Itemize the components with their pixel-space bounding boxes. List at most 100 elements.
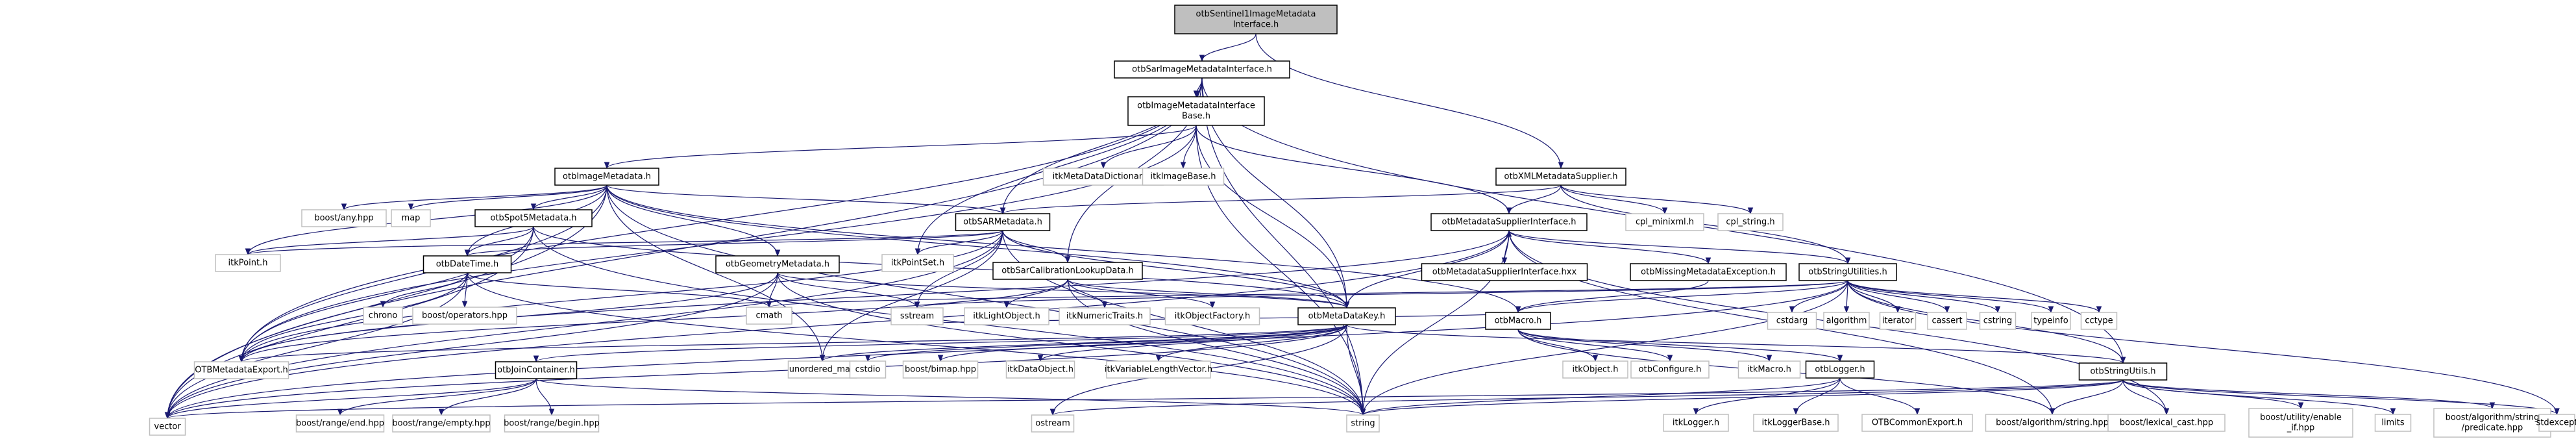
- edge-mdkey-to-joincont: [534, 324, 1347, 363]
- node-box: [715, 255, 840, 273]
- node-label: stdexcept: [2536, 418, 2576, 428]
- node-box: [2080, 312, 2118, 330]
- edge-line: [914, 230, 1003, 309]
- node-label: itkObject.h: [1573, 365, 1619, 375]
- node-datetime[interactable]: otbDateTime.h: [423, 255, 512, 273]
- node-sarcal[interactable]: otbSarCalibrationLookupData.h: [992, 262, 1143, 280]
- edge-line: [1847, 280, 2560, 416]
- node-label: otbMissingMetadataException.h: [1641, 268, 1776, 277]
- edge-line: [1050, 379, 2124, 416]
- edge-strutil-to-algorithm: [1843, 280, 1850, 314]
- edge-sarmd-to-itkpointset: [914, 230, 1003, 256]
- node-label: itkPointSet.h: [891, 258, 944, 268]
- node-string: string: [1346, 414, 1380, 433]
- edge-strutil-to-cstdarg: [1789, 280, 1848, 314]
- node-box: [495, 361, 578, 379]
- node-im[interactable]: otbImageMetadata.h: [554, 168, 659, 186]
- edge-sarcal-to-itklo: [1003, 279, 1068, 309]
- edge-line: [767, 280, 1848, 309]
- node-box: [964, 307, 1049, 325]
- node-label: cstdarg: [1776, 316, 1808, 326]
- edge-line: [1002, 230, 1071, 264]
- node-label: itkMetaDataDictionary.h: [1053, 172, 1155, 182]
- node-umap: unordered_map: [787, 360, 857, 379]
- node-box: [746, 307, 792, 325]
- node-box: [787, 360, 857, 379]
- node-itkdo: itkDataObject.h: [1005, 360, 1075, 379]
- edge-im-to-geom: [606, 184, 781, 257]
- edge-spot5-to-itkpoint: [245, 226, 534, 256]
- node-enableif: boost/utility/enable_if.hpp: [2248, 408, 2353, 438]
- edge-spot5-to-vector: [164, 226, 534, 420]
- node-box: [295, 414, 385, 433]
- node-label: otbGeometryMetadata.h: [726, 260, 829, 270]
- node-label: otbSarImageMetadataInterface.h: [1132, 65, 1272, 75]
- edge-mdkey-to-vector: [164, 324, 1347, 420]
- edge-root-to-xmlms: [1255, 33, 1564, 170]
- edge-sarcal-to-mdkey: [1067, 279, 1350, 309]
- edge-datetime-to-cmath: [467, 272, 772, 309]
- edge-imib-to-itkib: [1180, 125, 1197, 170]
- edge-line: [1506, 184, 1562, 215]
- edge-line: [1839, 377, 1920, 416]
- node-mdkey[interactable]: otbMetaDataKey.h: [1297, 307, 1396, 325]
- edge-line: [914, 280, 1848, 309]
- node-strutil[interactable]: otbStringUtilities.h: [1798, 263, 1897, 281]
- node-box: [1767, 312, 1817, 330]
- edge-line: [164, 280, 1848, 420]
- edge-geom-to-vector: [164, 272, 778, 420]
- edge-line: [239, 324, 1347, 363]
- node-cstdio: cstdio: [849, 360, 887, 379]
- edge-strutil-to-vector: [164, 280, 1848, 420]
- edge-joincont-to-brbegin: [535, 378, 555, 416]
- node-geom[interactable]: otbGeometryMetadata.h: [715, 255, 840, 273]
- edge-logger-to-itkloggerbase: [1793, 377, 1841, 416]
- node-box: [955, 213, 1051, 231]
- edge-strutil-to-typeinfo: [1847, 280, 2054, 314]
- edge-macro-to-logger: [1517, 329, 1843, 362]
- node-boostops: boost/operators.hpp: [412, 307, 517, 325]
- node-sstream: sstream: [890, 307, 944, 325]
- edge-line: [341, 184, 607, 211]
- node-otbmdexport: OTBMetadataExport.h: [193, 361, 289, 379]
- node-msihxx[interactable]: otbMetadataSupplierInterface.hxx: [1421, 263, 1588, 281]
- edge-sarcal-to-itkof: [1067, 279, 1216, 309]
- node-sarimi[interactable]: otbSarImageMetadataInterface.h: [1114, 60, 1290, 79]
- edge-strutil-to-cctype: [1847, 280, 2102, 314]
- node-missing[interactable]: otbMissingMetadataException.h: [1630, 263, 1787, 281]
- node-label: otbStringUtilities.h: [1808, 268, 1887, 277]
- node-sarmd[interactable]: otbSARMetadata.h: [955, 213, 1051, 231]
- node-label: otbJoinContainer.h: [497, 366, 575, 375]
- edge-xmlms-to-cplmx: [1560, 184, 1668, 215]
- edge-joincont-to-string: [535, 378, 1366, 416]
- edge-macro-to-otbconf: [1517, 329, 1673, 362]
- edge-sarmd-to-sarcal: [1002, 230, 1071, 264]
- node-label: itkImageBase.h: [1151, 172, 1216, 182]
- edge-line: [535, 378, 1366, 416]
- node-logger[interactable]: otbLogger.h: [1805, 360, 1875, 379]
- node-label: otbDateTime.h: [436, 260, 499, 270]
- node-box: [1297, 307, 1396, 325]
- edge-strutils-to-ostream: [1050, 379, 2124, 416]
- node-label: otbMetadataSupplierInterface.hxx: [1432, 268, 1577, 277]
- node-joincont[interactable]: otbJoinContainer.h: [495, 361, 578, 379]
- node-itkobj: itkObject.h: [1562, 360, 1628, 379]
- edge-root-to-sarimi: [1199, 33, 1257, 62]
- node-macro[interactable]: otbMacro.h: [1485, 312, 1551, 330]
- edge-line: [1000, 184, 1562, 215]
- node-strutils[interactable]: otbStringUtils.h: [2078, 362, 2168, 381]
- node-box: [1562, 360, 1628, 379]
- edge-imib-to-mdkey: [1196, 125, 1350, 309]
- node-label: cmath: [755, 311, 782, 321]
- edge-line: [164, 272, 468, 420]
- node-spot5[interactable]: otbSpot5Metadata.h: [474, 209, 593, 227]
- node-box: [1430, 213, 1588, 231]
- node-label: limits: [2381, 418, 2405, 428]
- node-xmlms[interactable]: otbXMLMetadataSupplier.h: [1495, 168, 1626, 186]
- edge-sarmd-to-sstream: [914, 230, 1003, 309]
- node-box: [504, 414, 600, 433]
- node-label: otbSentinel1ImageMetadata: [1196, 10, 1316, 19]
- node-msi[interactable]: otbMetadataSupplierInterface.h: [1430, 213, 1588, 231]
